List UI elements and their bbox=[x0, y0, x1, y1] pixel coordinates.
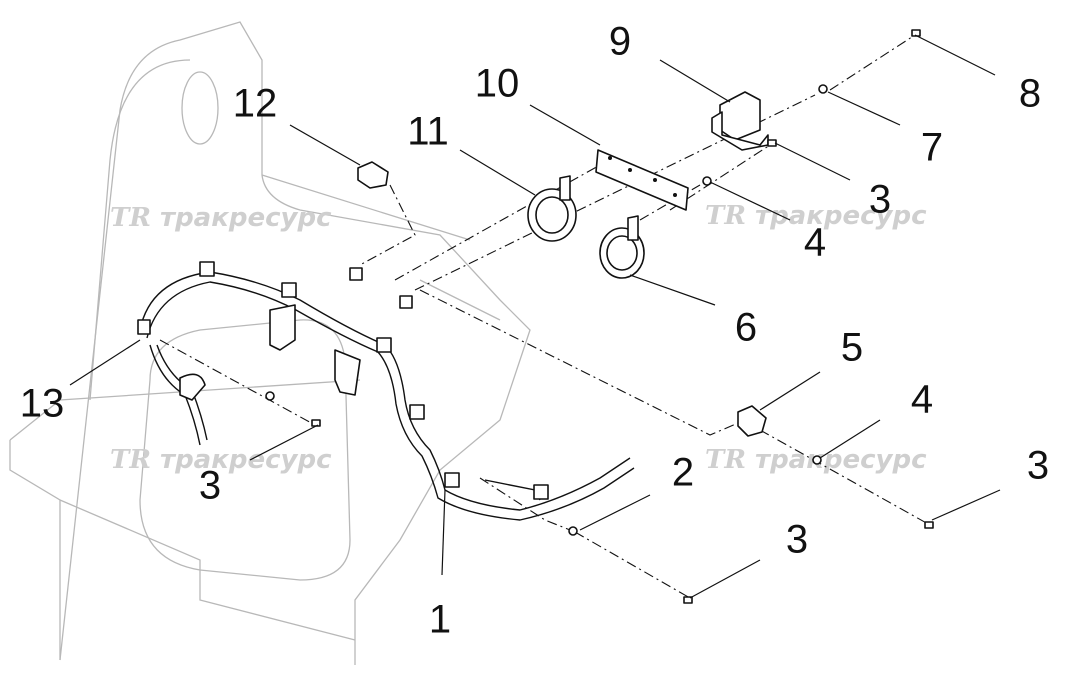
callout-3: 3 bbox=[786, 518, 808, 562]
watermark-text: тракресурс bbox=[160, 445, 332, 475]
callout-10: 10 bbox=[475, 62, 520, 106]
part-11-horn bbox=[527, 175, 577, 242]
wiring-harness bbox=[137, 261, 635, 521]
callout-labels: 1 2 3 3 3 3 4 4 5 6 7 8 9 10 11 12 13 bbox=[20, 20, 1049, 642]
part-5-connector bbox=[737, 405, 767, 437]
watermark-bottom-right: TR тракресурс bbox=[705, 445, 927, 475]
callout-4: 4 bbox=[804, 221, 826, 265]
callout-3: 3 bbox=[199, 464, 221, 508]
part-12-connector bbox=[357, 161, 389, 189]
callout-8: 8 bbox=[1019, 72, 1041, 116]
watermark-logo: TR bbox=[705, 445, 746, 475]
leader-lines bbox=[69, 34, 1001, 599]
callout-4: 4 bbox=[911, 378, 933, 422]
callout-2: 2 bbox=[672, 451, 694, 495]
watermark-logo: TR bbox=[705, 201, 746, 231]
assembly-lines bbox=[159, 34, 931, 599]
mounting-plates bbox=[349, 267, 413, 309]
callout-7: 7 bbox=[921, 126, 943, 170]
watermark-text: тракресурс bbox=[755, 445, 927, 475]
part-6-horn bbox=[599, 215, 645, 279]
callout-5: 5 bbox=[841, 326, 863, 370]
watermark-logo: TR bbox=[110, 203, 151, 233]
callout-3: 3 bbox=[1027, 444, 1049, 488]
part-9-bracket bbox=[711, 91, 769, 151]
callout-13: 13 bbox=[20, 382, 65, 426]
callout-9: 9 bbox=[609, 20, 631, 64]
watermark-logo: TR bbox=[110, 445, 151, 475]
callout-1: 1 bbox=[429, 598, 451, 642]
watermark-text: тракресурс bbox=[755, 201, 927, 231]
callout-11: 11 bbox=[407, 110, 449, 154]
watermark-top-left: TR тракресурс bbox=[110, 203, 332, 233]
part-10-plate bbox=[595, 149, 689, 211]
callout-6: 6 bbox=[735, 306, 757, 350]
watermark-top-right: TR тракресурс bbox=[705, 201, 927, 231]
watermark-text: тракресурс bbox=[160, 203, 332, 233]
frame-outline bbox=[9, 21, 531, 665]
callout-3: 3 bbox=[869, 178, 891, 222]
watermark-bottom-left: TR тракресурс bbox=[110, 445, 332, 475]
callout-12: 12 bbox=[233, 82, 278, 126]
fasteners bbox=[265, 29, 934, 604]
